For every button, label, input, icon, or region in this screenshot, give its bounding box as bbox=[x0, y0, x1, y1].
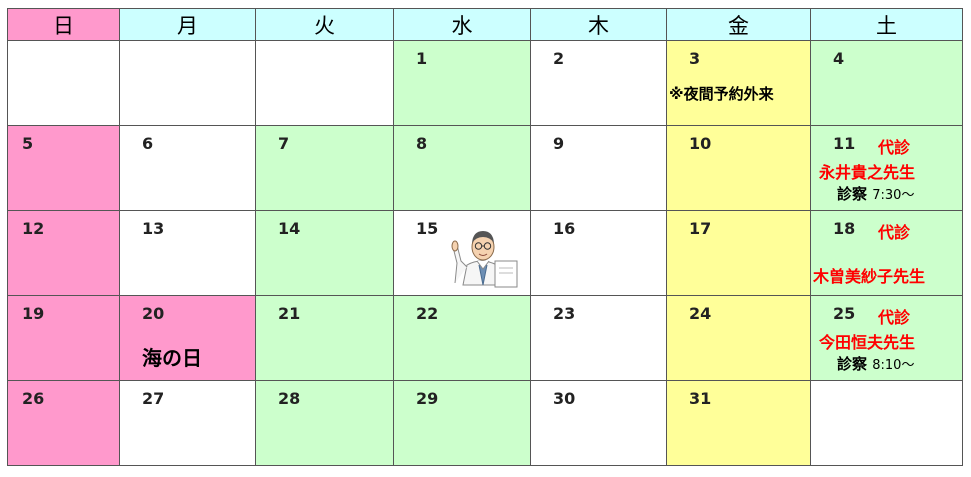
day-number: 7 bbox=[278, 134, 290, 153]
day-cell-22: 22 bbox=[393, 295, 531, 381]
day-cell-3: 3 ※夜間予約外来 bbox=[666, 40, 811, 126]
day-cell-5: 5 bbox=[7, 125, 120, 211]
day-number: 24 bbox=[689, 304, 712, 323]
day-cell-4: 4 bbox=[810, 40, 963, 126]
day-cell-empty bbox=[119, 40, 256, 126]
day-cell-24: 24 bbox=[666, 295, 811, 381]
day-number: 18 bbox=[833, 219, 856, 238]
consultation-time-label: 診察 bbox=[837, 185, 868, 203]
day-cell-18: 18 代診 木曽美紗子先生 bbox=[810, 210, 963, 296]
consultation-time-value: 7:30〜 bbox=[872, 188, 915, 203]
day-cell-19: 19 bbox=[7, 295, 120, 381]
weekday-wed: 水 bbox=[393, 8, 531, 41]
substitute-doctor-name: 木曽美紗子先生 bbox=[813, 267, 926, 286]
week-row-4: 19 20 海の日 21 22 23 24 25 代診 今田恒夫先生 診察 8:… bbox=[7, 295, 963, 381]
day-cell-17: 17 bbox=[666, 210, 811, 296]
week-row-1: 1 2 3 ※夜間予約外来 4 bbox=[7, 40, 963, 126]
substitute-label: 代診 bbox=[878, 138, 911, 157]
day-number: 29 bbox=[416, 389, 439, 408]
weekday-fri: 金 bbox=[666, 8, 811, 41]
day-cell-31: 31 bbox=[666, 380, 811, 466]
day-cell-15: 15 bbox=[393, 210, 531, 296]
day-cell-14: 14 bbox=[255, 210, 394, 296]
day-number: 21 bbox=[278, 304, 301, 323]
doctor-pointing-icon bbox=[451, 231, 518, 288]
day-number: 20 bbox=[142, 304, 165, 323]
day-cell-23: 23 bbox=[530, 295, 667, 381]
day-cell-25: 25 代診 今田恒夫先生 診察 8:10〜 bbox=[810, 295, 963, 381]
weekday-mon: 月 bbox=[119, 8, 256, 41]
day-cell-empty bbox=[810, 380, 963, 466]
night-clinic-note: ※夜間予約外来 bbox=[669, 85, 774, 103]
day-number: 22 bbox=[416, 304, 439, 323]
day-cell-11: 11 代診 永井貴之先生 診察 7:30〜 bbox=[810, 125, 963, 211]
day-number: 30 bbox=[553, 389, 576, 408]
substitute-doctor-name: 永井貴之先生 bbox=[819, 163, 916, 182]
day-number: 5 bbox=[22, 134, 34, 153]
day-cell-9: 9 bbox=[530, 125, 667, 211]
consultation-time-value: 8:10〜 bbox=[872, 358, 915, 373]
day-number: 25 bbox=[833, 304, 856, 323]
day-number: 14 bbox=[278, 219, 301, 238]
day-cell-empty bbox=[255, 40, 394, 126]
day-cell-21: 21 bbox=[255, 295, 394, 381]
day-number: 26 bbox=[22, 389, 45, 408]
day-number: 23 bbox=[553, 304, 576, 323]
day-number: 8 bbox=[416, 134, 428, 153]
substitute-label: 代診 bbox=[878, 308, 911, 327]
weekday-header-row: 日 月 火 水 木 金 土 bbox=[7, 8, 963, 41]
day-number: 19 bbox=[22, 304, 45, 323]
weekday-sun: 日 bbox=[7, 8, 120, 41]
day-number: 10 bbox=[689, 134, 712, 153]
day-number: 13 bbox=[142, 219, 165, 238]
week-row-5: 26 27 28 29 30 31 bbox=[7, 380, 963, 466]
week-row-2: 5 6 7 8 9 10 11 代診 永井貴之先生 診察 7:30〜 bbox=[7, 125, 963, 211]
day-number: 4 bbox=[833, 49, 845, 68]
day-number: 9 bbox=[553, 134, 565, 153]
day-number: 11 bbox=[833, 134, 856, 153]
weekday-thu: 木 bbox=[530, 8, 667, 41]
day-cell-16: 16 bbox=[530, 210, 667, 296]
consultation-time: 診察 7:30〜 bbox=[837, 183, 914, 204]
day-number: 15 bbox=[416, 219, 439, 238]
day-number: 12 bbox=[22, 219, 45, 238]
day-cell-10: 10 bbox=[666, 125, 811, 211]
day-number: 27 bbox=[142, 389, 165, 408]
day-number: 28 bbox=[278, 389, 301, 408]
substitute-doctor-name: 今田恒夫先生 bbox=[819, 333, 916, 352]
day-number: 6 bbox=[142, 134, 154, 153]
day-cell-2: 2 bbox=[530, 40, 667, 126]
substitute-label: 代診 bbox=[878, 223, 911, 242]
day-number: 1 bbox=[416, 49, 428, 68]
day-cell-30: 30 bbox=[530, 380, 667, 466]
day-cell-27: 27 bbox=[119, 380, 256, 466]
day-cell-20: 20 海の日 bbox=[119, 295, 256, 381]
day-cell-12: 12 bbox=[7, 210, 120, 296]
day-cell-1: 1 bbox=[393, 40, 531, 126]
day-number: 16 bbox=[553, 219, 576, 238]
day-cell-empty bbox=[7, 40, 120, 126]
day-cell-6: 6 bbox=[119, 125, 256, 211]
week-row-3: 12 13 14 15 16 17 bbox=[7, 210, 963, 296]
day-cell-13: 13 bbox=[119, 210, 256, 296]
day-number: 3 bbox=[689, 49, 701, 68]
calendar-grid: 日 月 火 水 木 金 土 1 2 3 ※夜間予約外来 4 5 6 7 8 9 … bbox=[7, 8, 963, 466]
day-cell-29: 29 bbox=[393, 380, 531, 466]
consultation-time-label: 診察 bbox=[837, 355, 868, 373]
consultation-time: 診察 8:10〜 bbox=[837, 353, 914, 374]
weekday-tue: 火 bbox=[255, 8, 394, 41]
day-cell-8: 8 bbox=[393, 125, 531, 211]
day-cell-7: 7 bbox=[255, 125, 394, 211]
day-cell-26: 26 bbox=[7, 380, 120, 466]
holiday-label: 海の日 bbox=[142, 346, 202, 370]
day-number: 17 bbox=[689, 219, 712, 238]
day-cell-28: 28 bbox=[255, 380, 394, 466]
day-number: 31 bbox=[689, 389, 712, 408]
weekday-sat: 土 bbox=[810, 8, 963, 41]
day-number: 2 bbox=[553, 49, 565, 68]
